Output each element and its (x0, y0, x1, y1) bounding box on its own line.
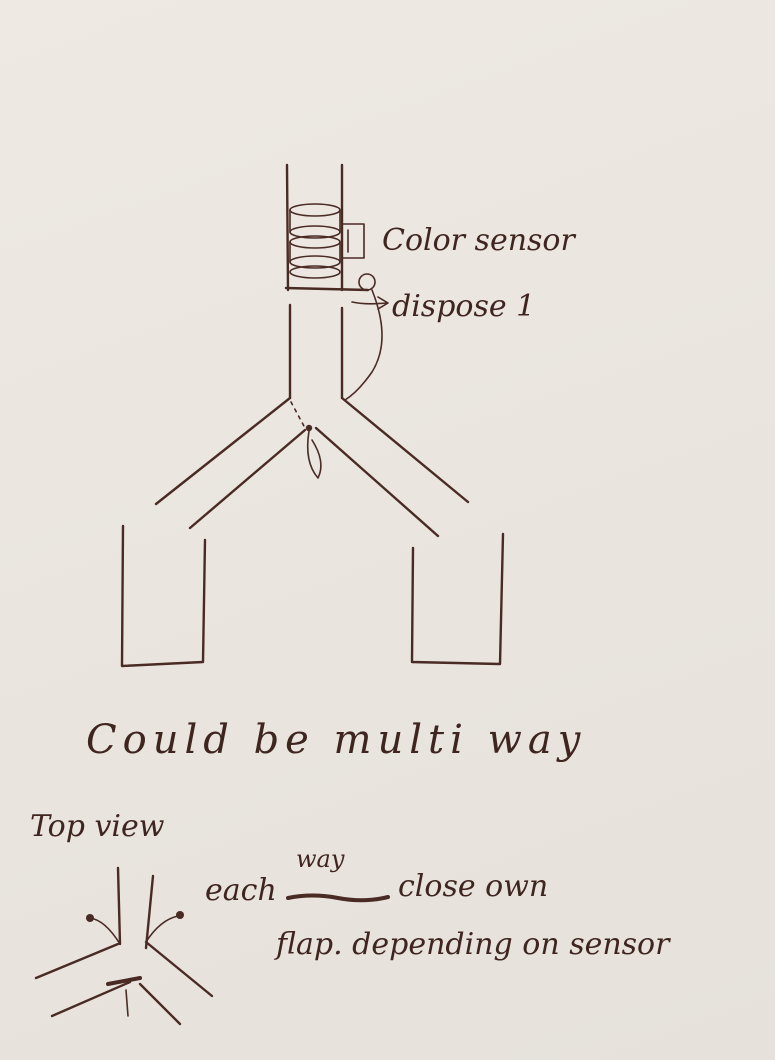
multi-way-note: Could be multi way (86, 720, 586, 760)
strikethrough-scribble (286, 890, 390, 904)
top-view-sketch (36, 868, 212, 1024)
flap-pivot (306, 425, 321, 478)
right-bin (412, 534, 503, 664)
color-sensor-label: Color sensor (382, 226, 575, 256)
dispose-arrow (352, 297, 388, 309)
each-label: each (205, 876, 277, 906)
close-own-label: close own (398, 872, 548, 902)
dispenser-wheel (359, 274, 375, 290)
flap-depends-label: flap. depending on sensor (276, 930, 669, 960)
lower-chute (290, 305, 342, 398)
left-bin (122, 526, 205, 666)
linkage-wire (345, 290, 382, 400)
top-view-label: Top view (30, 812, 164, 842)
color-sensor-box (342, 224, 364, 258)
dispose-label: dispose 1 (392, 292, 535, 322)
stacked-items (290, 204, 340, 278)
way-insert-label: way (296, 847, 344, 871)
